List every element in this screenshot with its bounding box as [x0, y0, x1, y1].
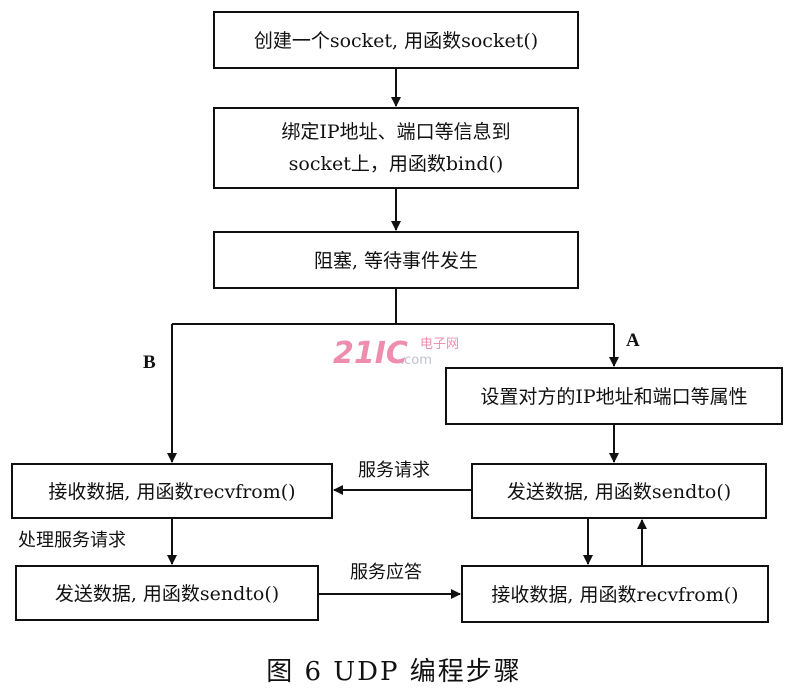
node-client-send-label: 发送数据, 用函数sendto() — [507, 481, 731, 503]
node-create-socket: 创建一个socket, 用函数socket() — [213, 11, 579, 69]
node-server-recv: 接收数据, 用函数recvfrom() — [11, 463, 333, 519]
node-client-send: 发送数据, 用函数sendto() — [471, 463, 767, 519]
watermark-domain: .com — [400, 353, 432, 368]
node-bind-line2: socket上，用函数bind() — [289, 153, 504, 175]
node-create-socket-label: 创建一个socket, 用函数socket() — [254, 30, 538, 52]
watermark-logo: 21IC 电子网 .com — [333, 336, 459, 371]
watermark-main: 21IC — [333, 336, 408, 371]
node-client-recv-label: 接收数据, 用函数recvfrom() — [491, 584, 738, 606]
node-block-wait-label: 阻塞, 等待事件发生 — [314, 250, 478, 272]
node-bind: 绑定IP地址、端口等信息到 socket上，用函数bind() — [213, 107, 579, 189]
edge-label-service-request: 服务请求 — [358, 460, 430, 481]
figure-caption: 图 6 UDP 编程步骤 — [266, 657, 522, 687]
edge-label-service-response: 服务应答 — [350, 562, 422, 583]
branch-label-b: B — [143, 352, 156, 373]
node-set-peer-label: 设置对方的IP地址和端口等属性 — [480, 386, 747, 408]
node-client-recv: 接收数据, 用函数recvfrom() — [461, 565, 769, 623]
edge-label-handle-request: 处理服务请求 — [18, 530, 126, 551]
node-server-send-label: 发送数据, 用函数sendto() — [55, 583, 279, 605]
node-block-wait: 阻塞, 等待事件发生 — [213, 231, 579, 289]
node-bind-line1: 绑定IP地址、端口等信息到 — [281, 121, 510, 143]
watermark-cn: 电子网 — [420, 337, 459, 352]
node-server-recv-label: 接收数据, 用函数recvfrom() — [48, 481, 295, 503]
branch-label-a: A — [626, 330, 640, 351]
node-server-send: 发送数据, 用函数sendto() — [15, 565, 319, 621]
node-set-peer: 设置对方的IP地址和端口等属性 — [445, 367, 783, 425]
